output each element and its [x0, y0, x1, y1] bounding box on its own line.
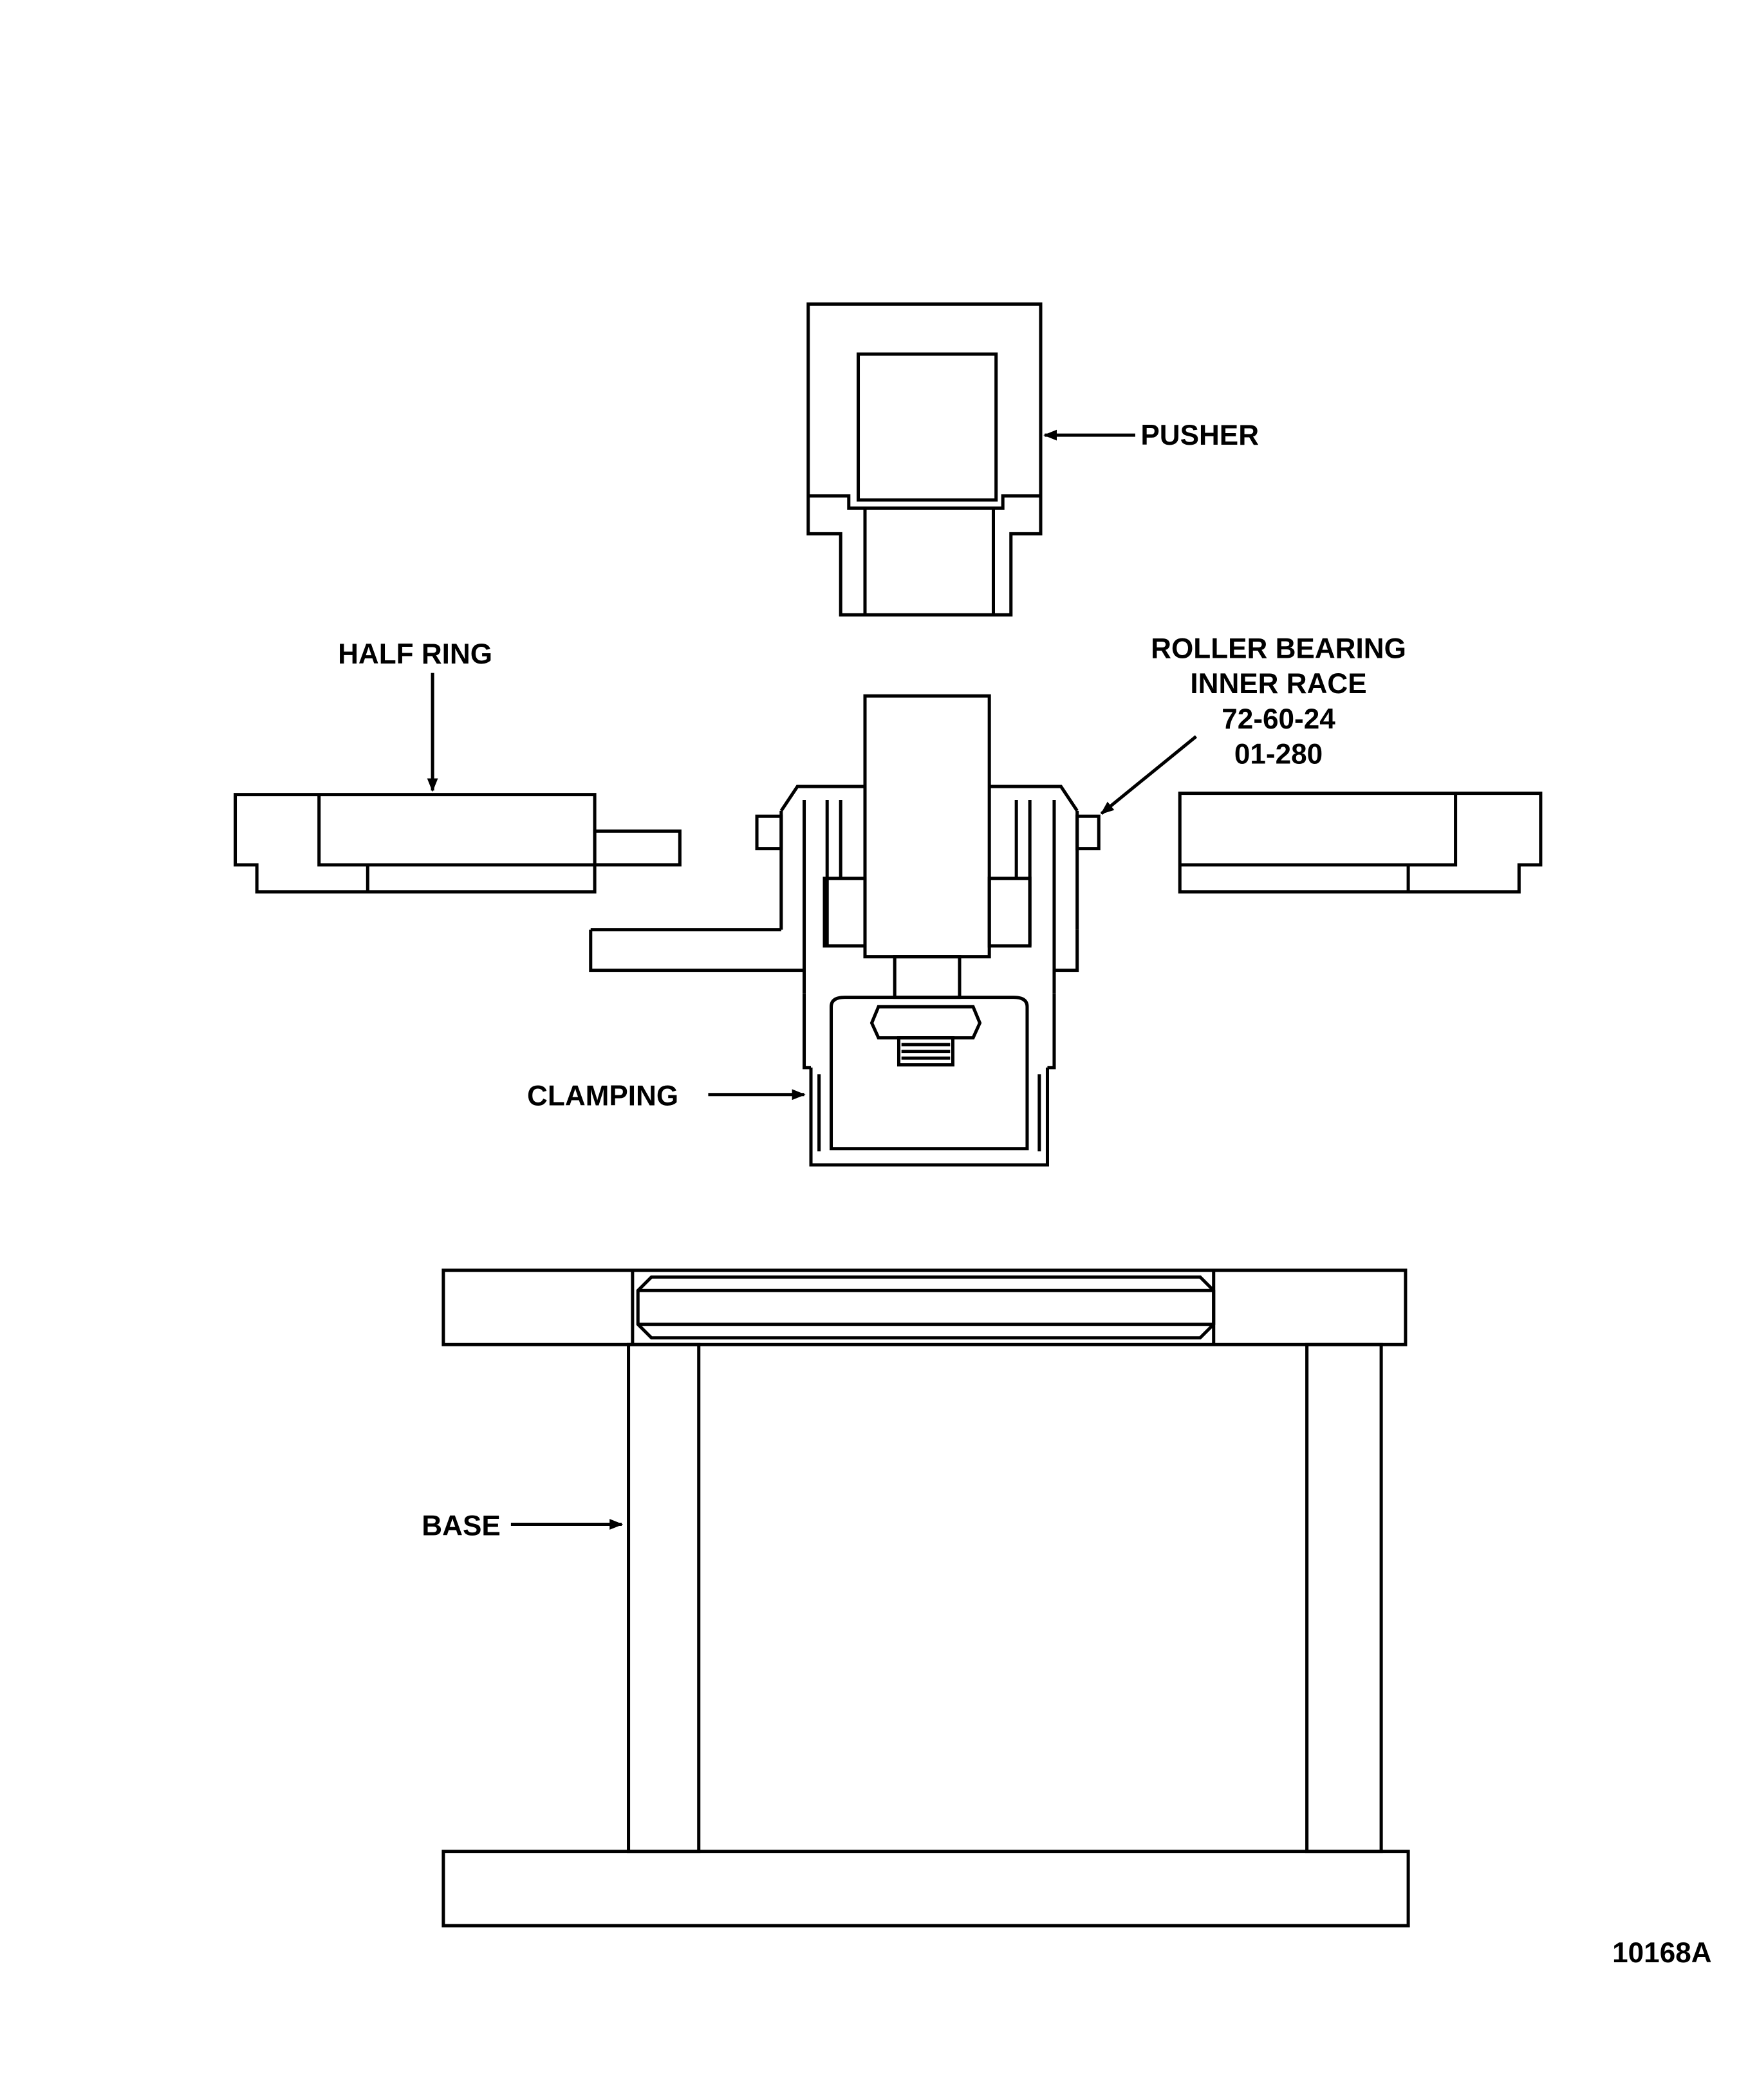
base-part [442, 1268, 1410, 1928]
roller-bearing-label: ROLLER BEARING INNER RACE 72-60-24 01-28… [1151, 633, 1406, 770]
half-ring-right [1178, 792, 1543, 894]
svg-text:01-280: 01-280 [1234, 738, 1323, 770]
svg-text:ROLLER BEARING: ROLLER BEARING [1151, 633, 1406, 665]
half-ring-left [234, 793, 682, 894]
svg-text:INNER RACE: INNER RACE [1190, 668, 1366, 700]
half-ring-label: HALF RING [338, 638, 492, 670]
clamping-part [802, 993, 1056, 1167]
figure-number: 10168A [1612, 1937, 1711, 1969]
base-label: BASE [422, 1510, 500, 1541]
pusher-label: PUSHER [1140, 420, 1259, 451]
roller-bearing-arrow [1100, 735, 1198, 815]
center-assembly [589, 694, 1101, 999]
svg-text:72-60-24: 72-60-24 [1222, 703, 1335, 735]
pusher-part [806, 302, 1043, 617]
clamping-label: CLAMPING [527, 1081, 678, 1112]
